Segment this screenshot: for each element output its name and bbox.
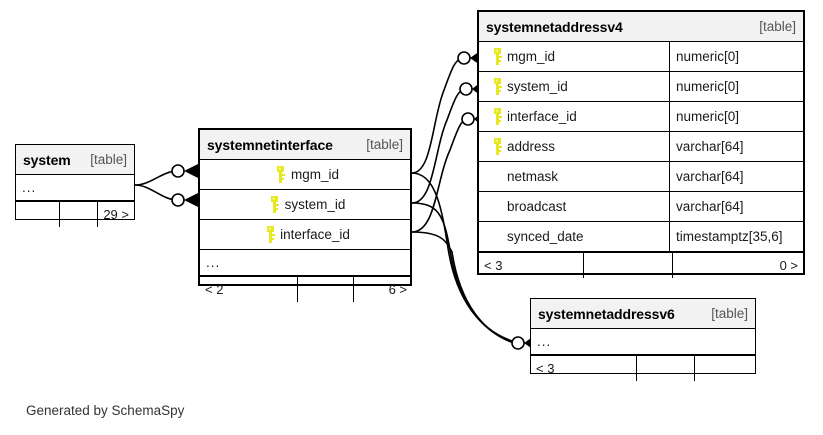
key-icon [260, 226, 280, 243]
table-row[interactable]: broadcast varchar[64] [479, 192, 803, 222]
column-name-cell: mgm_id [200, 160, 410, 189]
diagram-caption: Generated by SchemaSpy [26, 403, 185, 418]
key-icon-glyph [493, 138, 502, 155]
column-name-label: mgm_id [290, 167, 339, 182]
table-footer-system: 29 > [16, 201, 134, 227]
footer-cell[interactable] [60, 202, 98, 227]
column-type-cell: varchar[64] [669, 162, 803, 191]
column-name-cell: netmask [479, 162, 669, 191]
table-ellipsis-row-systemnetinterface: ... [200, 250, 410, 276]
column-type-cell: numeric[0] [669, 42, 803, 71]
key-icon-glyph [493, 108, 502, 125]
table-row[interactable]: netmask varchar[64] [479, 162, 803, 192]
table-header-systemnetaddressv4: systemnetaddressv4 [table] [479, 12, 803, 42]
table-row[interactable]: interface_id [200, 220, 410, 250]
table-type-tag-systemnetinterface: [table] [366, 137, 403, 152]
table-box-systemnetaddressv4[interactable]: systemnetaddressv4 [table] mgm_id numeric[0… [477, 10, 805, 278]
column-name-label: system_id [507, 79, 568, 94]
table-type-tag-systemnetaddressv6: [table] [711, 306, 748, 321]
column-type-cell: numeric[0] [669, 72, 803, 101]
edge-path [134, 184, 176, 201]
edge-systemnetinterface-to-systemnetaddressv4 [411, 57, 467, 233]
edge-system-to-systemnetinterface [134, 170, 176, 201]
key-icon-glyph [493, 48, 502, 65]
key-icon [265, 196, 285, 213]
edge-path [411, 88, 465, 204]
edge-path [411, 118, 467, 233]
column-type-cell: timestamptz[35,6] [669, 222, 803, 251]
table-row[interactable]: mgm_id numeric[0] [479, 42, 803, 72]
footer-cell[interactable]: < 2 [200, 277, 298, 302]
key-icon [487, 78, 507, 95]
table-header-system: system [table] [16, 145, 134, 175]
table-title-systemnetinterface: systemnetinterface [207, 136, 333, 153]
key-icon-glyph [271, 196, 280, 213]
table-footer-systemnetaddressv4: < 3 0 > [479, 252, 803, 278]
relationship-marker [171, 193, 198, 207]
footer-cell[interactable] [16, 202, 60, 227]
table-footer-systemnetaddressv6: < 3 [531, 355, 755, 381]
footer-cell[interactable]: 0 > [779, 258, 798, 273]
key-icon-glyph [277, 166, 286, 183]
key-icon-glyph [493, 78, 502, 95]
table-type-tag-systemnetaddressv4: [table] [759, 19, 796, 34]
edge-path [134, 170, 176, 186]
column-name-cell: address [479, 132, 669, 161]
footer-cell[interactable]: < 3 [479, 253, 584, 278]
relationship-marker [171, 164, 198, 178]
column-type-cell: varchar[64] [669, 192, 803, 221]
table-row[interactable]: address varchar[64] [479, 132, 803, 162]
column-name-cell: system_id [200, 190, 410, 219]
column-name-cell: synced_date [479, 222, 669, 251]
footer-cell[interactable] [298, 277, 354, 302]
key-icon [487, 138, 507, 155]
column-name-cell: system_id [479, 72, 669, 101]
footer-cell[interactable] [695, 356, 755, 381]
table-row[interactable]: system_id [200, 190, 410, 220]
footer-cell[interactable] [584, 253, 673, 278]
footer-cell[interactable]: 29 > [103, 207, 129, 222]
table-row[interactable]: synced_date timestamptz[35,6] [479, 222, 803, 252]
table-header-systemnetinterface: systemnetinterface [table] [200, 130, 410, 160]
table-ellipsis-row-systemnetaddressv6: ... [531, 329, 755, 355]
key-icon [487, 108, 507, 125]
column-name-cell: broadcast [479, 192, 669, 221]
table-row[interactable]: system_id numeric[0] [479, 72, 803, 102]
column-name-label: interface_id [507, 109, 577, 124]
table-header-systemnetaddressv6: systemnetaddressv6 [table] [531, 299, 755, 329]
footer-cell[interactable]: 6 > [388, 282, 407, 297]
column-name-label: address [507, 139, 556, 154]
table-row[interactable]: mgm_id [200, 160, 410, 190]
footer-cell[interactable] [637, 356, 695, 381]
edge-path [411, 231, 515, 344]
table-type-tag-system: [table] [90, 152, 127, 167]
column-name-label: synced_date [507, 229, 584, 244]
table-title-systemnetaddressv6: systemnetaddressv6 [538, 305, 675, 322]
column-name-cell: interface_id [200, 220, 410, 249]
table-row[interactable]: interface_id numeric[0] [479, 102, 803, 132]
column-name-label: system_id [284, 197, 346, 212]
footer-cell[interactable]: < 3 [531, 356, 637, 381]
column-name-label: netmask [507, 169, 559, 184]
key-icon [271, 166, 291, 183]
table-box-system[interactable]: system [table]... 29 > [15, 144, 135, 227]
table-box-systemnetinterface[interactable]: systemnetinterface [table] mgm_id system_id… [198, 128, 412, 302]
column-type-cell: numeric[0] [669, 102, 803, 131]
edge-systemnetinterface-to-systemnetaddressv6 [411, 172, 515, 344]
key-icon [487, 48, 507, 65]
table-ellipsis-row-system: ... [16, 175, 134, 201]
key-icon-glyph [266, 226, 275, 243]
column-name-cell: interface_id [479, 102, 669, 131]
table-footer-systemnetinterface: < 2 6 > [200, 276, 410, 302]
column-name-label: broadcast [507, 199, 567, 214]
column-name-cell: mgm_id [479, 42, 669, 71]
table-box-systemnetaddressv6[interactable]: systemnetaddressv6 [table]...< 3 [530, 298, 756, 381]
edge-path [411, 57, 463, 174]
table-title-system: system [23, 151, 71, 168]
column-type-cell: varchar[64] [669, 132, 803, 161]
column-name-label: mgm_id [507, 49, 556, 64]
table-title-systemnetaddressv4: systemnetaddressv4 [486, 18, 623, 35]
column-name-label: interface_id [280, 227, 350, 242]
